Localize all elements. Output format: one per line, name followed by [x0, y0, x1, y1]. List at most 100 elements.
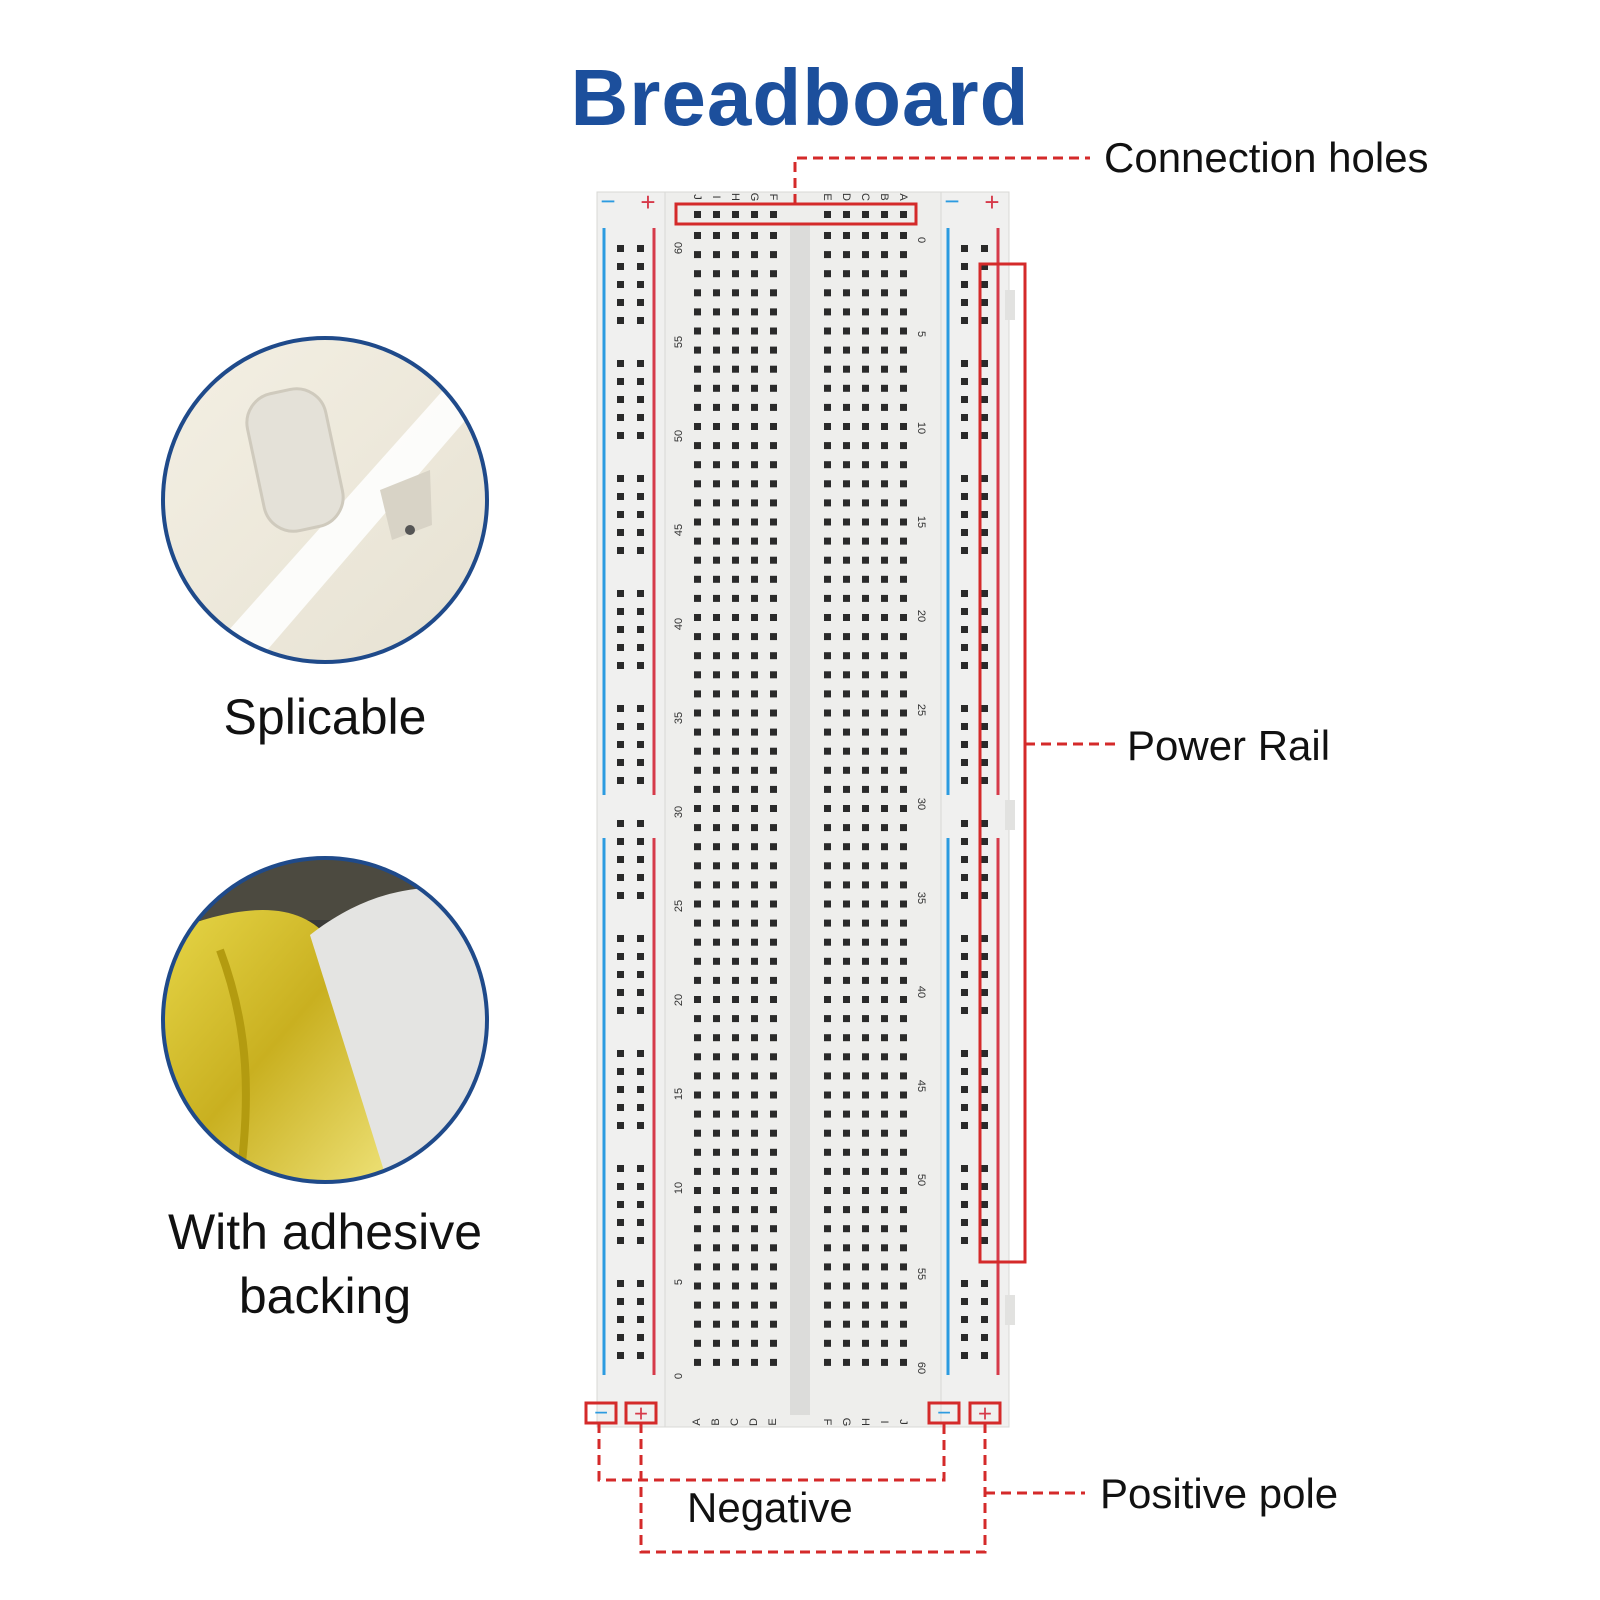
terminal-hole: [713, 1187, 720, 1194]
rail-hole: [981, 935, 988, 942]
terminal-hole: [862, 270, 869, 278]
terminal-hole: [862, 633, 869, 641]
rail-hole: [961, 299, 968, 306]
terminal-hole: [713, 1129, 720, 1137]
terminal-hole: [751, 862, 758, 870]
terminal-hole: [770, 652, 777, 660]
row-number-right: 25: [915, 704, 927, 716]
terminal-hole: [694, 1320, 701, 1328]
rail-hole: [961, 971, 968, 978]
rail-hole: [637, 360, 644, 367]
terminal-hole: [824, 403, 831, 411]
terminal-hole: [900, 423, 907, 430]
terminal-hole: [900, 1129, 907, 1137]
terminal-hole: [751, 327, 758, 335]
terminal-hole: [900, 747, 907, 755]
terminal-hole: [694, 1339, 701, 1347]
terminal-hole: [694, 1148, 701, 1156]
rail-hole: [637, 838, 644, 845]
rail-hole: [961, 705, 968, 712]
adhesive-label-line2: backing: [238, 1268, 412, 1324]
terminal-hole: [843, 843, 850, 851]
terminal-hole: [732, 671, 739, 679]
terminal-hole: [694, 1206, 701, 1214]
terminal-hole: [732, 518, 739, 526]
rail-hole: [961, 1237, 968, 1244]
positive-pole-label: Positive pole: [1100, 1470, 1339, 1517]
left-plus-symbol: +: [640, 187, 655, 217]
terminal-hole: [694, 423, 701, 430]
terminal-hole: [862, 384, 869, 392]
terminal-hole: [843, 365, 850, 373]
terminal-hole: [900, 862, 907, 870]
terminal-hole: [694, 728, 701, 736]
terminal-hole: [824, 1225, 831, 1233]
terminal-hole: [732, 652, 739, 660]
terminal-hole: [713, 1015, 720, 1023]
terminal-hole: [900, 709, 907, 717]
terminal-hole: [881, 232, 888, 239]
terminal-hole: [770, 327, 777, 335]
terminal-hole: [843, 1358, 850, 1366]
terminal-hole: [770, 556, 777, 564]
terminal-hole: [732, 747, 739, 755]
splice-tab-1: [1005, 290, 1015, 320]
terminal-hole: [824, 1167, 831, 1175]
rail-hole: [617, 626, 624, 633]
row-number-left: 30: [673, 806, 685, 818]
positive-leader: [639, 1423, 987, 1554]
rail-hole: [961, 493, 968, 500]
rail-hole: [617, 1104, 624, 1111]
rail-hole: [961, 989, 968, 996]
terminal-hole: [694, 1301, 701, 1309]
terminal-hole: [824, 1320, 831, 1328]
rail-hole: [981, 856, 988, 863]
terminal-hole: [751, 1148, 758, 1156]
terminal-hole: [843, 824, 850, 832]
terminal-hole: [862, 785, 869, 793]
terminal-hole: [824, 690, 831, 698]
terminal-hole: [824, 1148, 831, 1156]
terminal-hole: [713, 614, 720, 621]
rail-hole: [637, 989, 644, 996]
terminal-hole: [862, 690, 869, 698]
terminal-hole: [732, 461, 739, 469]
terminal-hole: [824, 1301, 831, 1309]
terminal-hole: [770, 1148, 777, 1156]
terminal-hole: [713, 1091, 720, 1099]
rail-hole: [617, 414, 624, 421]
terminal-hole: [770, 499, 777, 507]
adhesive-label-line1: With adhesive: [167, 1204, 483, 1260]
terminal-hole: [770, 308, 777, 316]
terminal-hole: [770, 1110, 777, 1118]
terminal-hole: [900, 575, 907, 583]
terminal-hole: [770, 1167, 777, 1175]
rail-hole: [961, 263, 968, 270]
terminal-hole: [881, 403, 888, 411]
terminal-hole: [694, 1110, 701, 1118]
terminal-hole: [713, 805, 720, 812]
terminal-hole: [824, 1339, 831, 1347]
row-number-left: 5: [673, 1279, 685, 1285]
terminal-hole: [862, 652, 869, 660]
terminal-hole: [694, 900, 701, 908]
rail-hole: [637, 1104, 644, 1111]
terminal-hole: [824, 728, 831, 736]
terminal-hole: [900, 843, 907, 851]
terminal-hole: [770, 232, 777, 239]
terminal-hole: [824, 1110, 831, 1118]
terminal-hole: [881, 747, 888, 755]
terminal-hole: [751, 423, 758, 430]
rail-hole: [637, 245, 644, 252]
terminal-hole: [862, 747, 869, 755]
rail-hole: [961, 838, 968, 845]
terminal-hole: [732, 289, 739, 297]
terminal-hole: [694, 1244, 701, 1252]
terminal-hole: [713, 423, 720, 430]
terminal-hole: [694, 862, 701, 870]
terminal-hole: [900, 1206, 907, 1214]
rail-hole: [961, 1068, 968, 1075]
terminal-hole: [751, 1053, 758, 1061]
terminal-hole: [732, 1072, 739, 1080]
terminal-hole: [770, 346, 777, 354]
